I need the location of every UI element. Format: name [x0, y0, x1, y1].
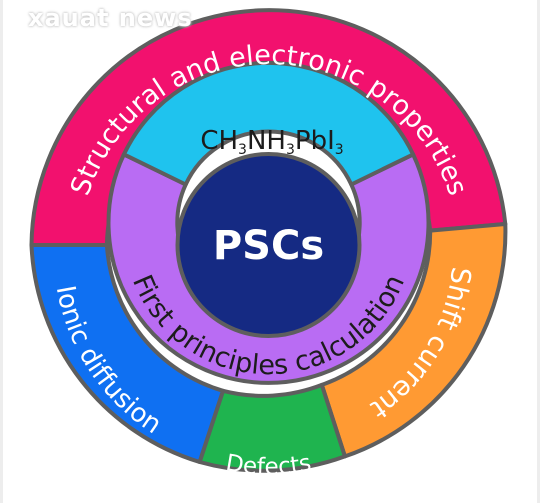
- right-edge-strip: [537, 0, 540, 503]
- segment-ionic-diffusion: [29, 243, 225, 464]
- outer-ring: [29, 8, 508, 473]
- label-psc: PSCs: [213, 223, 324, 269]
- center-circle: [175, 152, 362, 338]
- label-defects: Defects: [224, 450, 313, 480]
- label-ch3nh3pbi3: CH3NH3PbI3: [200, 126, 343, 158]
- segment-ch3nh3pbi3: [121, 60, 416, 187]
- watermark-text: xauat news: [28, 4, 193, 32]
- segment-shift-current: [319, 222, 508, 459]
- left-edge-strip: [0, 0, 3, 503]
